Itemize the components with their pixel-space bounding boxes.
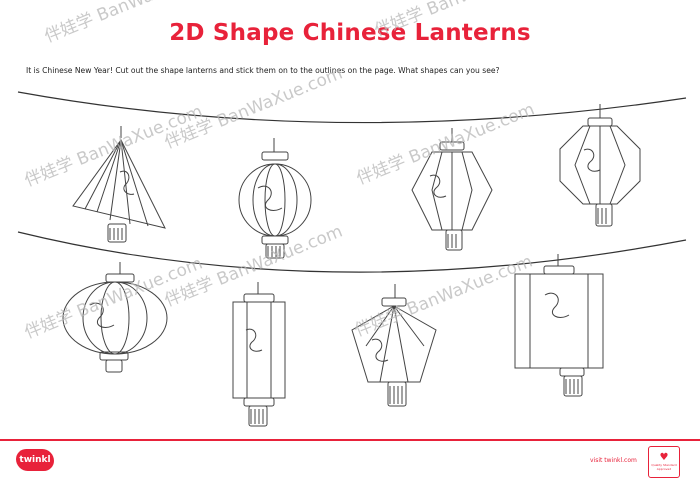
heart-icon: ♥ [659, 452, 669, 463]
visit-link[interactable]: visit twinkl.com [590, 457, 637, 464]
lantern-group [62, 104, 641, 427]
lantern-square [514, 254, 604, 397]
lantern-octagon [559, 104, 641, 227]
lantern-hexagon [411, 128, 493, 251]
page-title: 2D Shape Chinese Lanterns [169, 20, 531, 46]
lantern-oval [62, 262, 168, 373]
lantern-triangle [72, 126, 166, 243]
string-top [17, 91, 687, 124]
quality-badge: ♥ Quality Standard Approved [648, 446, 680, 478]
instructions-text: It is Chinese New Year! Cut out the shap… [26, 66, 500, 75]
lantern-rectangle [232, 282, 286, 427]
footer-divider [0, 439, 700, 441]
lantern-circle [238, 138, 312, 259]
badge-text: Quality Standard Approved [651, 463, 677, 471]
string-bottom [17, 231, 687, 273]
lantern-pentagon [351, 284, 437, 407]
twinkl-logo[interactable]: twinkl [16, 449, 54, 471]
